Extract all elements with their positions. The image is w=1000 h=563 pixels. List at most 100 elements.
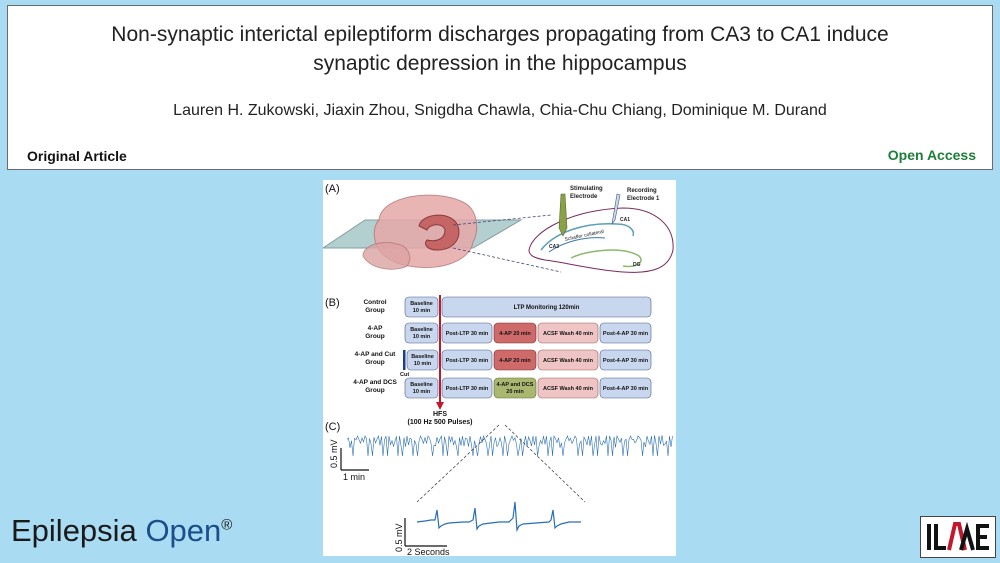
cerebellum-shape: [362, 242, 411, 270]
protocol-row-4ap: 4-AP Group Baseline 10 min Post-LTP 30 m…: [365, 322, 652, 344]
baseline-label: Baseline: [410, 301, 433, 307]
protocol-row-control: Control Group Baseline 10 min LTP Monito…: [363, 296, 652, 318]
block-label: ACSF Wash 40 min: [543, 358, 594, 364]
group-name: Control: [363, 299, 386, 306]
post-ltp-block: [441, 349, 493, 371]
baseline-block: [404, 377, 439, 399]
article-title: Non-synaptic interictal epileptiform dis…: [8, 20, 992, 78]
panel-a-label: (A): [325, 183, 340, 195]
block-label: Post-4-AP 30 min: [603, 386, 649, 392]
recording-electrode-label-2: Electrode 1: [627, 196, 660, 202]
dg-label: DG: [633, 262, 641, 268]
cut-marker: [403, 350, 406, 370]
schaffer-collateral-path: [548, 237, 606, 253]
slice-outline: [528, 207, 674, 273]
acsf-wash-block: [537, 349, 599, 371]
group-name: Group: [365, 387, 385, 394]
stimulating-electrode-label-1: Stimulating: [570, 186, 603, 192]
projection-line: [452, 214, 552, 226]
journal-name-open: Open: [145, 513, 222, 548]
group-name: 4-AP and DCS: [353, 379, 397, 386]
hippocampal-slice-diagram: Stimulating Electrode Recording Electrod…: [528, 186, 674, 273]
baseline-block: [404, 322, 439, 344]
group-name: Group: [365, 333, 385, 340]
baseline-duration: 10 min: [413, 334, 431, 340]
zoom-line: [504, 424, 586, 503]
post-ltp-block: [441, 322, 493, 344]
open-access-label: Open Access: [887, 147, 976, 163]
protocol-row-4ap-dcs: 4-AP and DCS Group Baseline 10 min Post-…: [353, 377, 652, 399]
block-label: Post-4-AP 30 min: [603, 331, 649, 337]
graphical-abstract-figure: (A) Stimulating Electrode Recording: [323, 180, 676, 556]
block-label: 4-AP 20 min: [499, 358, 531, 364]
group-name: Group: [365, 359, 385, 366]
baseline-block: [406, 349, 439, 371]
baseline-duration: 10 min: [414, 361, 432, 367]
baseline-duration: 10 min: [413, 308, 431, 314]
ca1-field: [540, 223, 635, 251]
block-label: Post-LTP 30 min: [446, 386, 489, 392]
article-authors: Lauren H. Zukowski, Jiaxin Zhou, Snigdha…: [173, 102, 827, 119]
article-type-label: Original Article: [27, 148, 127, 164]
brain-illustration: [323, 194, 562, 273]
group-name: 4-AP: [368, 325, 383, 332]
block-label: 4-AP and DCS: [497, 382, 534, 388]
panel-b-label: (B): [325, 297, 340, 309]
acsf-wash-block: [537, 377, 599, 399]
zoom-voltage-scale-label: 0.5 mV: [394, 523, 404, 552]
post-ltp-block: [441, 377, 493, 399]
zoom-line: [416, 424, 500, 503]
block-label: LTP Monitoring 120min: [514, 305, 580, 311]
time-scale-label: 1 min: [343, 472, 365, 482]
hfs-description: (100 Hz 500 Pulses): [408, 419, 473, 426]
recording-electrode: [611, 193, 621, 225]
hfs-label: HFS: [433, 411, 447, 418]
post-4ap-block: [599, 349, 652, 371]
dentate-gyrus: [570, 249, 642, 268]
acsf-wash-block: [537, 322, 599, 344]
baseline-label: Baseline: [410, 382, 433, 388]
voltage-scale-label: 0.5 mV: [329, 439, 339, 468]
post-4ap-block: [599, 377, 652, 399]
projection-line: [452, 247, 562, 273]
block-label: 4-AP 20 min: [499, 331, 531, 337]
group-name: Group: [365, 307, 385, 314]
hfs-arrow: [436, 402, 444, 410]
zoomed-discharge-trace: [416, 501, 581, 533]
journal-name: Epilepsia: [11, 513, 137, 548]
cut-label: Cut: [400, 372, 409, 378]
ca1-label: CA1: [620, 217, 630, 223]
stimulating-electrode: [558, 193, 568, 237]
block-label: 20 min: [506, 389, 524, 395]
baseline-label: Baseline: [411, 354, 434, 360]
4ap-dcs-block: [493, 377, 537, 399]
baseline-block: [404, 296, 439, 318]
zoom-time-scale-label: 2 Seconds: [407, 547, 450, 556]
recording-electrode-label-1: Recording: [627, 188, 657, 194]
long-recording-trace: [346, 434, 673, 457]
baseline-label: Baseline: [410, 327, 433, 333]
ilae-logo-mark: [927, 521, 989, 551]
ilae-society-logo: [920, 516, 996, 558]
panel-c-label: (C): [325, 421, 340, 433]
stimulating-electrode-label-2: Electrode: [570, 194, 598, 200]
article-header: Non-synaptic interictal epileptiform dis…: [7, 5, 993, 170]
journal-logo: Epilepsia Open®: [11, 513, 232, 549]
ltp-monitoring-block: [441, 296, 652, 318]
group-name: 4-AP and Cut: [355, 351, 397, 358]
ca3-label: CA3: [549, 244, 559, 250]
block-label: ACSF Wash 40 min: [543, 386, 594, 392]
baseline-duration: 10 min: [413, 389, 431, 395]
protocol-row-4ap-cut: 4-AP and Cut Group Cut Baseline 10 min P…: [355, 349, 652, 378]
article-title-line1: Non-synaptic interictal epileptiform dis…: [111, 23, 889, 46]
registered-mark: ®: [221, 516, 233, 534]
article-title-line2: synaptic depression in the hippocampus: [313, 52, 687, 75]
block-label: Post-4-AP 30 min: [603, 358, 649, 364]
block-label: Post-LTP 30 min: [446, 358, 489, 364]
block-label: Post-LTP 30 min: [446, 331, 489, 337]
4ap-block: [493, 349, 537, 371]
hippocampus-shape: [418, 214, 460, 251]
block-label: ACSF Wash 40 min: [543, 331, 594, 337]
4ap-block: [493, 322, 537, 344]
post-4ap-block: [599, 322, 652, 344]
